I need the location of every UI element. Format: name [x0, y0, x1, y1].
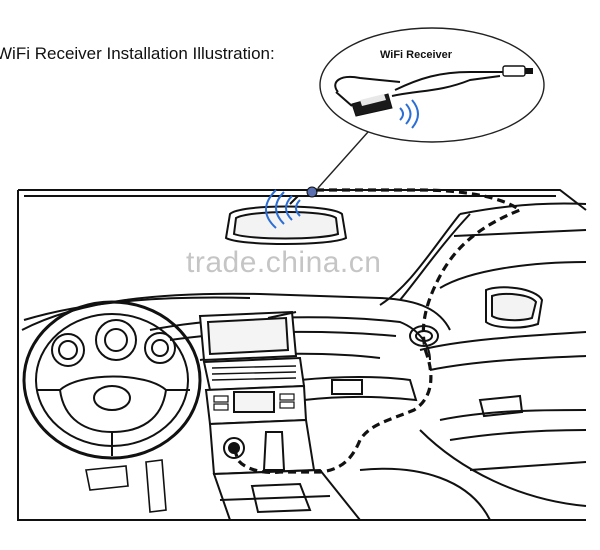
dashed-cable-route	[232, 188, 524, 474]
watermark-text: trade.china.cn	[186, 246, 382, 279]
instrument-cluster	[51, 319, 176, 367]
dashboard	[149, 316, 431, 402]
wifi-receiver-device	[334, 65, 533, 117]
callout-label: WiFi Receiver	[380, 49, 453, 61]
car-body-outline	[17, 189, 587, 521]
center-console	[202, 356, 363, 521]
windshield-signal-icon	[265, 189, 301, 229]
receiver-mount-point	[306, 186, 318, 198]
door-panel	[409, 325, 587, 507]
diagram-title: WiFi Receiver Installation Illustration:	[0, 44, 275, 63]
seats	[219, 467, 491, 521]
callout-bubble: WiFi Receiver	[317, 27, 545, 189]
wifi-signal-icon	[399, 99, 419, 129]
steering-wheel	[22, 300, 202, 460]
center-screen	[198, 310, 298, 362]
pedals	[85, 459, 167, 513]
side-mirror	[485, 286, 544, 329]
rearview-mirror	[224, 195, 348, 245]
